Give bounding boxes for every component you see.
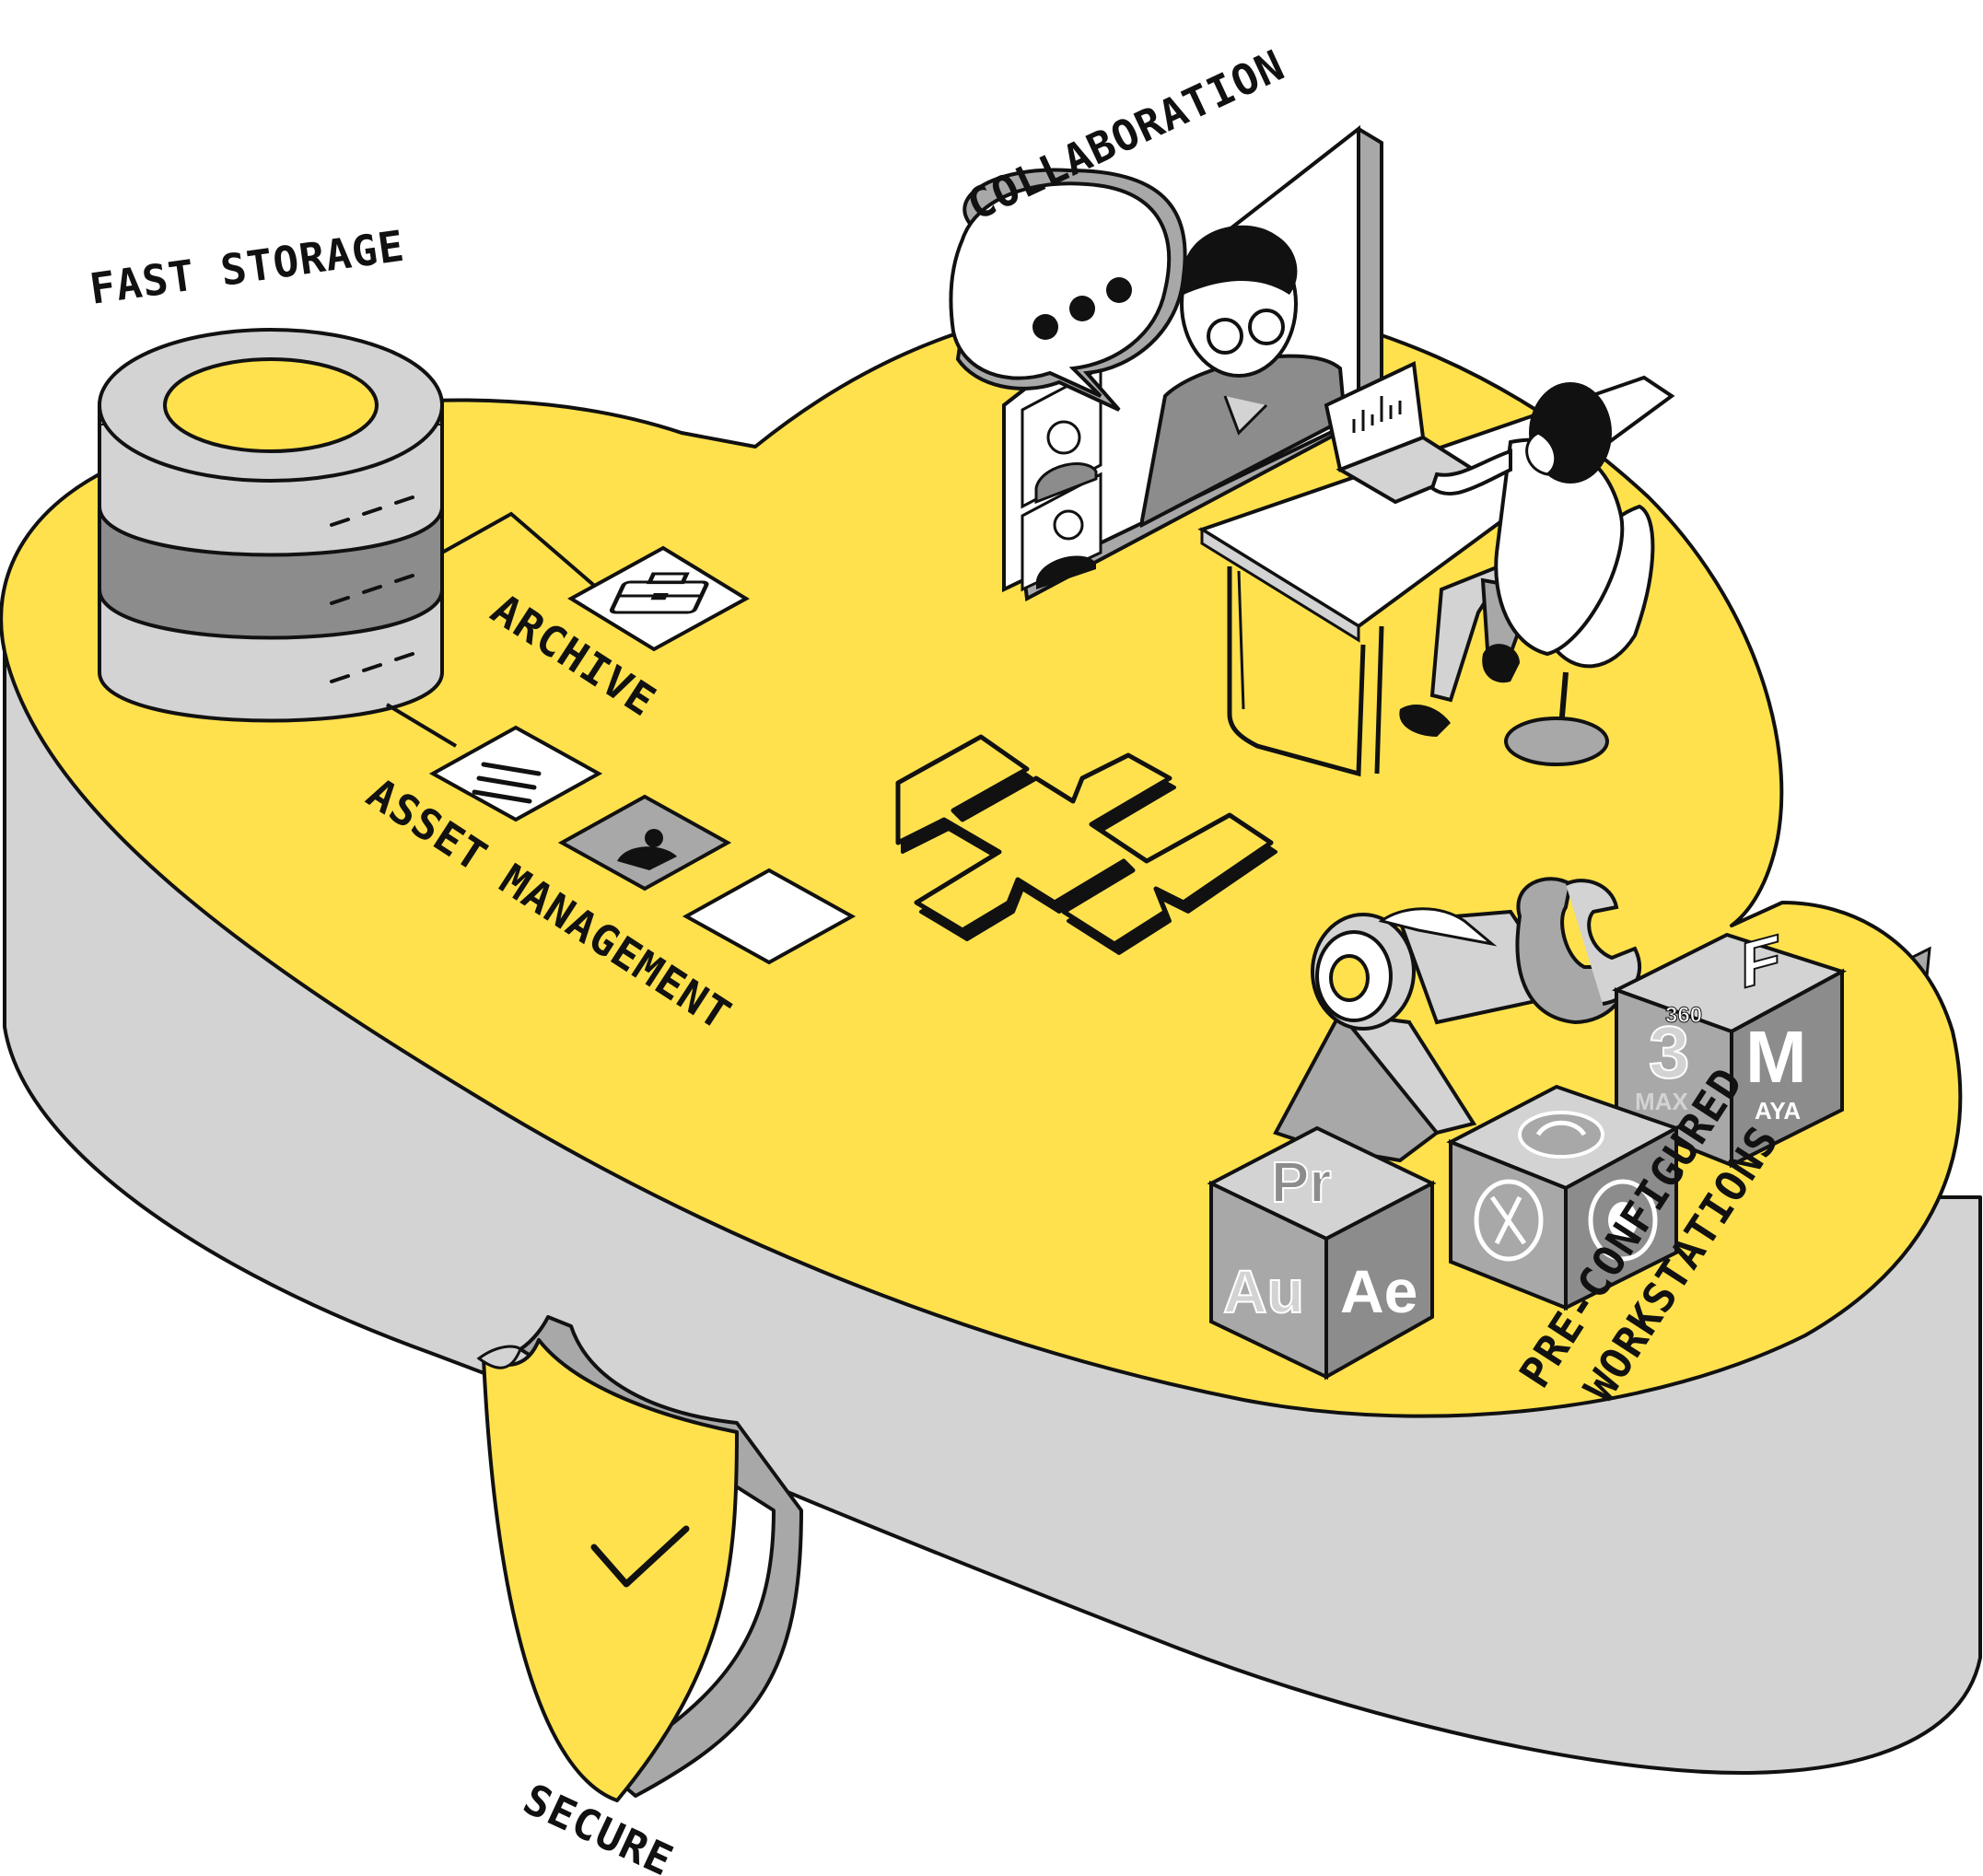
resolve-icon	[1588, 1179, 1658, 1262]
media-cube	[1446, 1084, 1681, 1311]
svg-text:M: M	[1745, 1016, 1807, 1098]
storage-connectors	[385, 511, 601, 748]
archive-tile	[567, 545, 750, 652]
speech-bubble-icon	[949, 168, 1187, 412]
workstation-desk	[1197, 361, 1675, 777]
briefcase-icon	[609, 572, 709, 614]
svg-text:Ae: Ae	[1340, 1257, 1417, 1325]
svg-text:3: 3	[1649, 1011, 1690, 1093]
database-icon	[98, 328, 444, 723]
person-at-desk	[1399, 382, 1625, 737]
svg-text:Au: Au	[1223, 1257, 1304, 1325]
person-icon	[617, 829, 677, 870]
svg-text:MAX: MAX	[1635, 1088, 1688, 1115]
fast-storage-label: FAST STORAGE	[87, 220, 408, 313]
asset-tiles	[428, 725, 857, 965]
davinci-icon	[1518, 1111, 1604, 1159]
document-icon	[472, 762, 542, 804]
participant-avatar	[1034, 420, 1098, 589]
svg-text:F: F	[1741, 921, 1780, 1003]
collaboration-screen	[1001, 124, 1383, 602]
svg-text:360: 360	[1665, 1003, 1702, 1028]
adobe-cube: Pr Au Ae	[1207, 1125, 1437, 1381]
nuke-icon	[1474, 1179, 1544, 1262]
robot-arm-icon	[1273, 877, 1641, 1163]
svg-text:Pr: Pr	[1271, 1151, 1331, 1215]
speaker-avatar	[1140, 225, 1347, 529]
checkmark-icon	[590, 1525, 690, 1588]
svg-text:AYA: AYA	[1755, 1097, 1801, 1124]
logo-icon	[895, 734, 1277, 955]
shield-icon	[476, 1315, 803, 1802]
